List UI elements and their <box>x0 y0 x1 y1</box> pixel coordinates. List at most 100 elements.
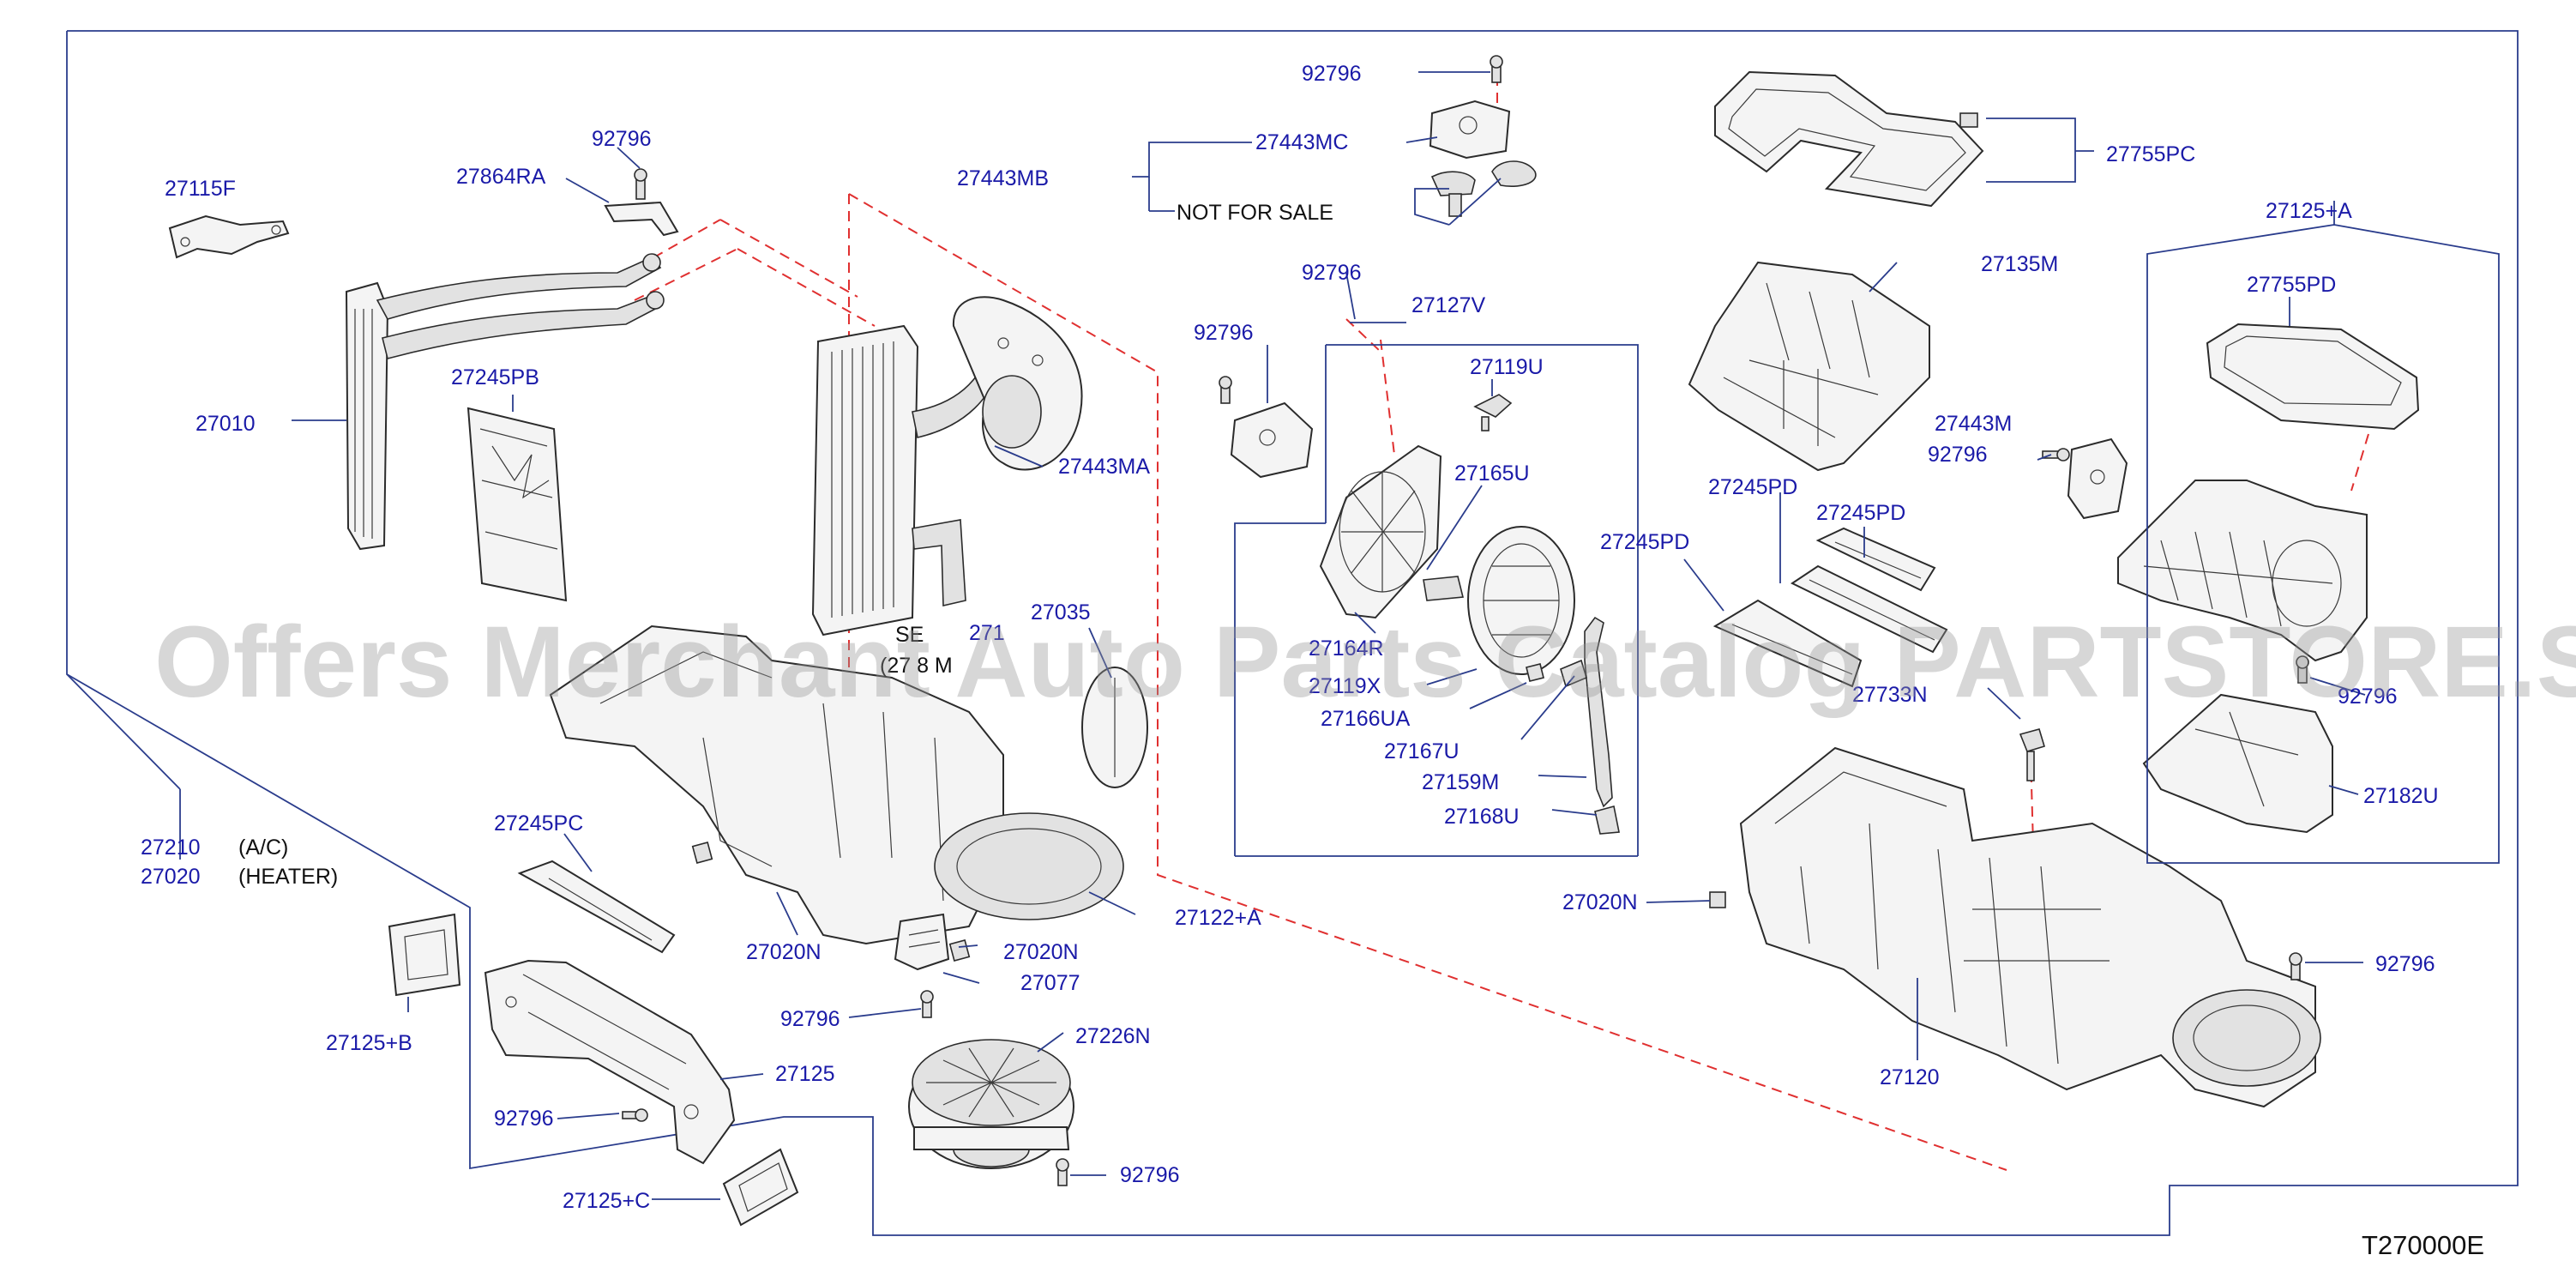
lower-housing-left-drawing <box>549 624 1124 945</box>
label-27020n-a: 27020N <box>746 940 822 964</box>
resistor-27077-drawing <box>894 913 950 971</box>
actuator-27443mc-drawing <box>1429 100 1537 217</box>
diagram-reference: T270000E <box>2362 1230 2484 1260</box>
unit-27125a-drawing <box>2117 480 2368 684</box>
clip-27020n-b-drawing <box>948 939 971 962</box>
label-27120: 27120 <box>1880 1065 1940 1089</box>
frame-27125b-drawing <box>388 913 461 997</box>
label-27122a: 27122+A <box>1175 906 1261 930</box>
label-27135m: 27135M <box>1981 252 2058 276</box>
label-27733n: 27733N <box>1852 683 1928 707</box>
heater-core-27010-drawing <box>345 253 665 551</box>
label-27443ma: 27443MA <box>1058 455 1150 479</box>
label-27119x: 27119X <box>1309 674 1381 698</box>
case-27120-drawing <box>1709 746 2321 1108</box>
leader-lines <box>66 71 2500 1200</box>
label-27443mc: 27443MC <box>1255 130 1348 154</box>
label-92796-i: 92796 <box>2338 685 2398 709</box>
label-27443m: 27443M <box>1935 412 2012 436</box>
rod-27159m-drawing <box>1526 616 1620 835</box>
seal-27755pd-drawing <box>2206 323 2420 431</box>
label-27035: 27035 <box>1031 600 1091 624</box>
label-sec-partial: SE <box>895 623 924 647</box>
label-27125c: 27125+C <box>563 1189 650 1213</box>
label-27020n-c: 27020N <box>1562 890 1638 914</box>
label-27168u: 27168U <box>1444 805 1520 829</box>
actuator-27443m-drawing <box>2042 437 2128 520</box>
label-not-for-sale: NOT FOR SALE <box>1177 201 1333 225</box>
label-92796-e: 92796 <box>1194 321 1254 345</box>
bracket-27115f-drawing <box>168 214 290 259</box>
filter-27245pc-drawing <box>517 860 676 954</box>
door-27164r-drawing <box>1319 444 1442 619</box>
label-92796-a: 92796 <box>592 127 652 151</box>
label-27755pc: 27755PC <box>2106 142 2195 166</box>
label-27020: 27020 <box>141 865 201 889</box>
label-271-partial: 271 <box>969 621 1005 645</box>
label-27755pd: 27755PD <box>2247 273 2336 297</box>
disc-27035-drawing <box>1081 667 1148 788</box>
seal-27755pc-drawing <box>1714 70 1984 208</box>
screw-92796-b-drawing <box>920 990 934 1018</box>
label-27077: 27077 <box>1020 971 1080 995</box>
label-27245pd-b: 27245PD <box>1708 475 1797 499</box>
label-27210: 27210 <box>141 836 201 860</box>
screw-92796-c-drawing <box>622 1108 648 1122</box>
evaporator-drawing <box>811 324 1001 636</box>
label-92796-h: 92796 <box>1928 443 1988 467</box>
filter-27245pd-a-drawing <box>1712 599 1863 688</box>
filter-27245pd-b-drawing <box>1790 564 1948 654</box>
label-92796-d: 92796 <box>1120 1163 1180 1187</box>
label-sec-partial-2: (27 8 M <box>880 654 953 678</box>
label-92796-top: 92796 <box>1302 62 1362 86</box>
watermark: Offers Merchant Auto Parts Catalog PARTS… <box>154 606 2576 719</box>
duct-27125-drawing <box>484 959 736 1165</box>
label-27159m: 27159M <box>1422 770 1499 794</box>
label-27245pb: 27245PB <box>451 365 539 389</box>
assembly-boundary <box>66 30 2519 1236</box>
filter-27245pb-drawing <box>466 407 568 602</box>
duct-27443ma-drawing <box>952 296 1083 471</box>
label-27165u: 27165U <box>1454 462 1530 486</box>
door-27165u-drawing <box>1423 526 1575 675</box>
label-27245pd-a: 27245PD <box>1600 530 1689 554</box>
label-27245pd-c: 27245PD <box>1816 501 1905 525</box>
label-27443mb: 27443MB <box>957 166 1049 190</box>
label-heater: (HEATER) <box>238 865 338 889</box>
label-27125: 27125 <box>775 1062 835 1086</box>
label-27127v: 27127V <box>1411 293 1486 317</box>
label-27864ra: 27864RA <box>456 165 546 189</box>
label-ac: (A/C) <box>238 836 288 860</box>
case-27135m-drawing <box>1688 261 1930 472</box>
filter-27245pd-c-drawing <box>1815 527 1936 592</box>
label-27167u: 27167U <box>1384 739 1460 763</box>
duct-27182u-drawing <box>2142 693 2333 834</box>
link-27119u-drawing <box>1473 394 1513 431</box>
actuator-mode-drawing <box>1219 376 1314 479</box>
label-27164r: 27164R <box>1309 636 1384 661</box>
screw-92796-d-drawing <box>1056 1158 1069 1186</box>
label-27125a: 27125+A <box>2266 199 2352 223</box>
sensor-27733n-drawing <box>2019 728 2045 781</box>
label-92796-f: 92796 <box>1302 261 1362 285</box>
label-27125b: 27125+B <box>326 1031 412 1055</box>
clip-27864ra-drawing <box>604 168 679 237</box>
clip-27020n-a-drawing <box>691 842 713 864</box>
screw-92796-top-drawing <box>1490 55 1503 83</box>
label-92796-b: 92796 <box>780 1007 840 1031</box>
frame-27125c-drawing <box>722 1148 799 1227</box>
label-27182u: 27182U <box>2363 784 2439 808</box>
label-27119u: 27119U <box>1470 355 1544 379</box>
blower-motor-27226n-drawing <box>908 1039 1074 1169</box>
label-27020n-b: 27020N <box>1003 940 1079 964</box>
label-27010: 27010 <box>196 412 256 436</box>
screw-92796-g-drawing <box>2289 952 2302 980</box>
part-labels: 27115F 27864RA 92796 27010 27245PB 27443… <box>141 62 2439 1213</box>
label-27166ua: 27166UA <box>1321 707 1411 731</box>
label-27245pc: 27245PC <box>494 811 583 836</box>
label-92796-g: 92796 <box>2375 952 2435 976</box>
label-27226n: 27226N <box>1075 1024 1151 1048</box>
label-27115f: 27115F <box>165 177 236 201</box>
label-92796-c: 92796 <box>494 1107 554 1131</box>
